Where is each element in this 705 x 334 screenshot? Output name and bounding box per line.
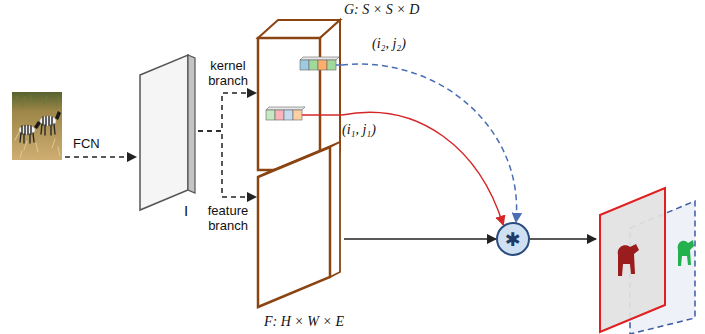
fcn-label: FCN xyxy=(73,136,100,151)
fcn-arrow xyxy=(65,156,136,158)
connector-arrow xyxy=(198,93,256,131)
convolution-operator: ✱ xyxy=(496,222,530,256)
feature-map-block: I xyxy=(138,52,198,224)
output-arrow xyxy=(530,238,596,240)
branch-label: feature branch xyxy=(199,203,257,233)
tensor-label: G: S × S × D xyxy=(344,2,430,18)
connector-arrow xyxy=(344,238,496,240)
input-photo xyxy=(12,92,62,160)
edge-label-holder: (i₂, j₂) xyxy=(372,36,406,51)
output-masks xyxy=(600,188,695,334)
tensor-label: F: H × W × E xyxy=(264,314,352,330)
edge-label-holder: feature branch xyxy=(199,203,257,233)
connector-arrow xyxy=(342,64,517,222)
edge-label-holder: kernel branch xyxy=(199,58,257,88)
index-label: (i₁, j₁) xyxy=(342,122,376,137)
feature-tensor-slab-outline xyxy=(256,142,344,310)
operator-symbol: ✱ xyxy=(505,230,521,249)
connector-arrow xyxy=(198,131,256,197)
edge-label-holder: (i₁, j₁) xyxy=(342,122,376,137)
connector-arrow xyxy=(342,112,503,225)
index-label: (i₂, j₂) xyxy=(372,36,406,51)
branch-label: kernel branch xyxy=(199,58,257,88)
label-holder: FCN xyxy=(73,136,100,151)
feature-map-block-outline xyxy=(138,52,198,224)
feature-tensor-slab: F: H × W × E xyxy=(256,142,344,310)
